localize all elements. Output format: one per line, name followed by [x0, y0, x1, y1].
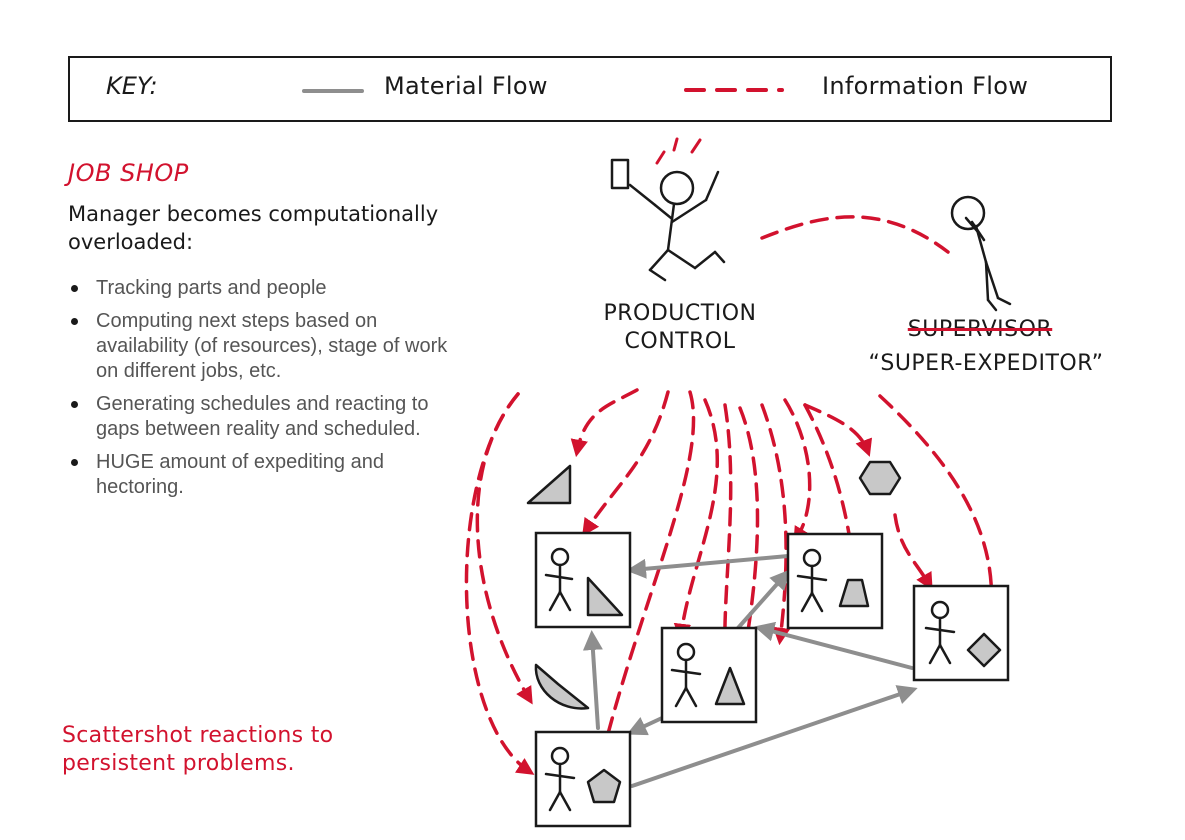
section-title: JOB SHOP — [68, 159, 189, 187]
super-expeditor-label: “SUPER-EXPEDITOR” — [868, 351, 1104, 376]
supervisor-figure — [950, 195, 1012, 312]
info-flow-arrow — [464, 392, 535, 775]
stress-lines-icon — [655, 137, 702, 165]
material-flow-arrow — [736, 569, 790, 630]
bullet-text: Computing next steps based on availabili… — [96, 310, 448, 382]
bullet-text: Generating schedules and reacting to gap… — [96, 393, 429, 440]
triangle-part-icon — [586, 576, 624, 617]
information-flow-swatch — [684, 88, 784, 92]
clipboard-icon — [610, 158, 630, 190]
material-flow-arrows — [582, 554, 918, 788]
trapezoid-part-icon — [838, 578, 870, 608]
production-control-figure — [610, 158, 726, 282]
bullet-dot — [71, 459, 78, 466]
information-flow-label: Information Flow — [822, 72, 1029, 100]
legend-box: KEY: Material Flow Information Flow — [68, 56, 1112, 122]
workstation-box — [534, 730, 632, 828]
production-control-label: PRODUCTION CONTROL — [603, 301, 757, 354]
hexagon-part-icon — [858, 460, 902, 496]
material-flow-arrow — [630, 685, 918, 788]
info-flow-arrow — [475, 392, 533, 705]
bullet-text: Tracking parts and people — [96, 277, 327, 299]
supervisor-label-text: SUPERVISOR — [907, 317, 1053, 342]
info-flow-arrow — [673, 398, 719, 642]
info-flow-to-supervisor — [760, 215, 950, 254]
material-flow-arrow — [582, 630, 603, 730]
material-flow-arrow — [626, 716, 664, 736]
info-flow-arrow — [594, 390, 696, 771]
info-flow-arrow — [570, 388, 639, 458]
material-flow-arrow — [626, 554, 790, 579]
triangle-part-icon — [526, 464, 572, 505]
bullet-dot — [71, 401, 78, 408]
info-flow-arrow — [893, 513, 933, 591]
bullet-item: Generating schedules and reacting to gap… — [68, 392, 453, 442]
material-flow-arrow — [754, 621, 914, 670]
workstation-box — [534, 531, 632, 629]
legend-title: KEY: — [106, 72, 158, 100]
workstation-box — [786, 532, 884, 630]
diamond-part-icon — [966, 632, 1002, 668]
pentagon-part-icon — [586, 768, 622, 804]
info-flow-arrow — [878, 394, 1001, 626]
info-flow-arrow — [582, 390, 670, 537]
bullet-dot — [71, 285, 78, 292]
bullet-list: Tracking parts and people Computing next… — [68, 276, 453, 508]
info-flow-arrow — [783, 398, 812, 545]
info-flow-arrow — [803, 403, 873, 457]
workstation-box — [912, 584, 1010, 682]
supervisor-label: SUPERVISOR — [860, 316, 1100, 344]
info-flow-arrow — [760, 403, 791, 646]
bullet-item: Tracking parts and people — [68, 276, 453, 301]
bullet-dot — [71, 318, 78, 325]
conclusion-text: Scattershot reactions to persistent prob… — [62, 723, 334, 776]
bullet-item: HUGE amount of expediting and hectoring. — [68, 450, 453, 500]
material-flow-label: Material Flow — [384, 72, 548, 100]
material-flow-swatch — [302, 89, 364, 93]
cone-part-icon — [714, 666, 746, 706]
workstation-box — [660, 626, 758, 724]
bullet-item: Computing next steps based on availabili… — [68, 309, 453, 384]
subtitle: Manager becomes computationally overload… — [68, 202, 439, 254]
bullet-text: HUGE amount of expediting and hectoring. — [96, 451, 384, 498]
half-disk-part-icon — [534, 663, 590, 710]
